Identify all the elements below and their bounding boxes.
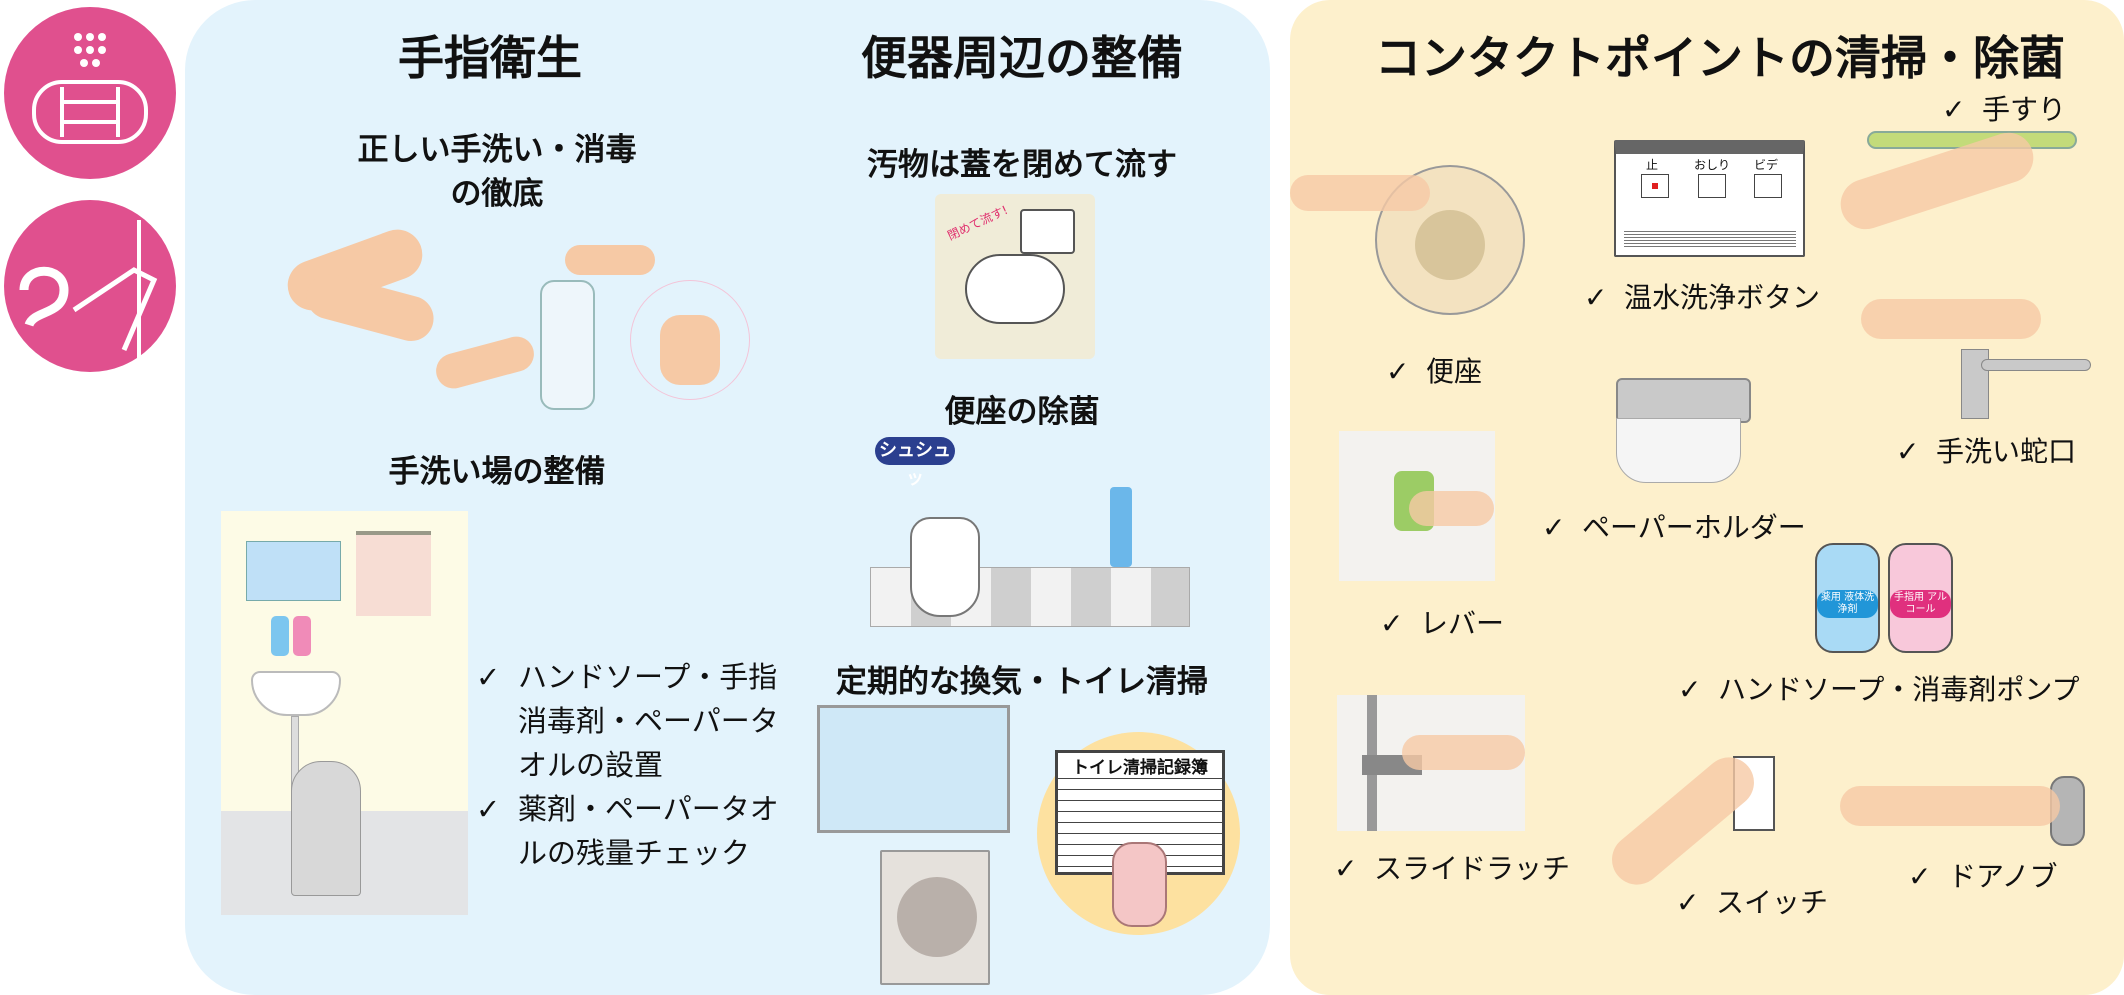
stop-button-label: 止 — [1646, 158, 1659, 172]
contact-item-slide-latch: ✓ スライドラッチ — [1334, 847, 1570, 887]
contact-item-washlet-button: ✓ 温水洗浄ボタン — [1584, 276, 1820, 316]
item-label: ハンドソープ・消毒剤ポンプ — [1718, 673, 2080, 706]
check-icon: ✓ — [1676, 886, 1700, 919]
pump-bottles-illustration: 薬用 液体洗浄剤 手指用 アルコール — [1810, 523, 1958, 657]
bidet-button-label: ビデ — [1754, 158, 1779, 172]
contact-item-door-knob: ✓ ドアノブ — [1908, 855, 2057, 895]
check-icon: ✓ — [1584, 281, 1608, 314]
toilet-seat-illustration — [1290, 135, 1533, 330]
check-icon: ✓ — [1908, 860, 1932, 893]
door-knob-illustration — [1840, 771, 2087, 850]
sink-maintenance-heading: 手洗い場の整備 — [388, 454, 606, 490]
check-icon: ✓ — [1542, 511, 1566, 544]
switch-illustration — [1598, 736, 1778, 920]
faucet-illustration — [1861, 289, 2093, 422]
handwashing-illustration — [255, 222, 750, 410]
handrail-illustration — [1834, 111, 2082, 260]
checklist-item: ✓ 薬剤・ペーパータオルの残量チェック — [476, 787, 786, 875]
seat-disinfection-heading: 便座の除菌 — [944, 394, 1100, 430]
mask-icon — [4, 7, 176, 179]
item-label: ペーパーホルダー — [1582, 511, 1806, 544]
checklist-text: ハンドソープ・手指消毒剤・ペーパータオルの設置 — [518, 660, 779, 782]
paper-holder-illustration — [1611, 358, 1756, 489]
heading-line: の徹底 — [450, 176, 544, 212]
check-icon: ✓ — [1380, 607, 1404, 640]
soap-label: 薬用 液体洗浄剤 — [1817, 590, 1878, 618]
contact-item-handrail: ✓ 手すり — [1942, 88, 2066, 128]
toilet-area-title: 便器周辺の整備 — [861, 31, 1183, 85]
cleaning-record-illustration: トイレ清掃記録簿 — [1037, 732, 1240, 935]
alcohol-label: 手指用 アルコール — [1890, 590, 1951, 618]
proper-handwashing-heading: 正しい手洗い・消毒 の徹底 — [358, 128, 637, 216]
check-icon: ✓ — [1942, 93, 1966, 126]
item-label: 手洗い蛇口 — [1936, 435, 2077, 468]
check-icon: ✓ — [1896, 435, 1920, 468]
checklist-item: ✓ ハンドソープ・手指消毒剤・ペーパータオルの設置 — [476, 655, 786, 787]
item-label: ドアノブ — [1948, 860, 2058, 893]
item-label: 温水洗浄ボタン — [1624, 281, 1821, 314]
item-label: 手すり — [1982, 93, 2067, 126]
check-icon: ✓ — [1386, 355, 1410, 388]
contact-item-toilet-seat: ✓ 便座 — [1386, 350, 1482, 390]
item-label: スイッチ — [1716, 886, 1829, 919]
heading-line: 正しい手洗い・消毒 — [357, 132, 637, 168]
ventilation-fan-illustration — [880, 850, 990, 985]
check-icon: ✓ — [1678, 673, 1702, 706]
contact-point-title: コンタクトポイントの清掃・除菌 — [1375, 31, 2065, 85]
checklist-text: 薬剤・ペーパータオルの残量チェック — [518, 792, 779, 870]
sink-checklist: ✓ ハンドソープ・手指消毒剤・ペーパータオルの設置 ✓ 薬剤・ペーパータオルの残量チ… — [476, 655, 786, 875]
close-lid-sign: 閉めて流す! — [945, 202, 1010, 243]
spray-sound-badge: シュシュッ — [875, 437, 955, 489]
ventilation-cleaning-heading: 定期的な換気・トイレ清掃 — [836, 664, 1208, 700]
washlet-button-panel-illustration: 止 おしり ビデ — [1614, 140, 1805, 257]
hand-hygiene-title: 手指衛生 — [398, 31, 582, 85]
contact-item-faucet: ✓ 手洗い蛇口 — [1896, 430, 2076, 470]
record-book-title: トイレ清掃記録簿 — [1058, 753, 1222, 779]
seat-spray-illustration: シュシュッ — [840, 427, 1192, 630]
check-icon: ✓ — [476, 792, 501, 826]
window-illustration — [817, 705, 1010, 833]
check-icon: ✓ — [1334, 852, 1358, 885]
lever-illustration — [1339, 431, 1495, 581]
contact-item-pump: ✓ ハンドソープ・消毒剤ポンプ — [1678, 668, 2079, 708]
item-label: スライドラッチ — [1374, 852, 1571, 885]
slide-latch-illustration — [1337, 695, 1525, 831]
handwash-icon — [4, 200, 176, 372]
item-label: 便座 — [1426, 355, 1483, 388]
rear-button-label: おしり — [1694, 158, 1731, 172]
contact-item-switch: ✓ スイッチ — [1676, 881, 1828, 921]
close-lid-illustration: 閉めて流す! — [935, 194, 1095, 359]
sink-area-illustration — [221, 511, 468, 915]
item-label: レバー — [1420, 607, 1505, 640]
close-lid-heading: 汚物は蓋を閉めて流す — [867, 147, 1177, 183]
contact-item-paper-holder: ✓ ペーパーホルダー — [1542, 506, 1806, 546]
contact-item-lever: ✓ レバー — [1380, 602, 1504, 642]
check-icon: ✓ — [476, 660, 501, 694]
